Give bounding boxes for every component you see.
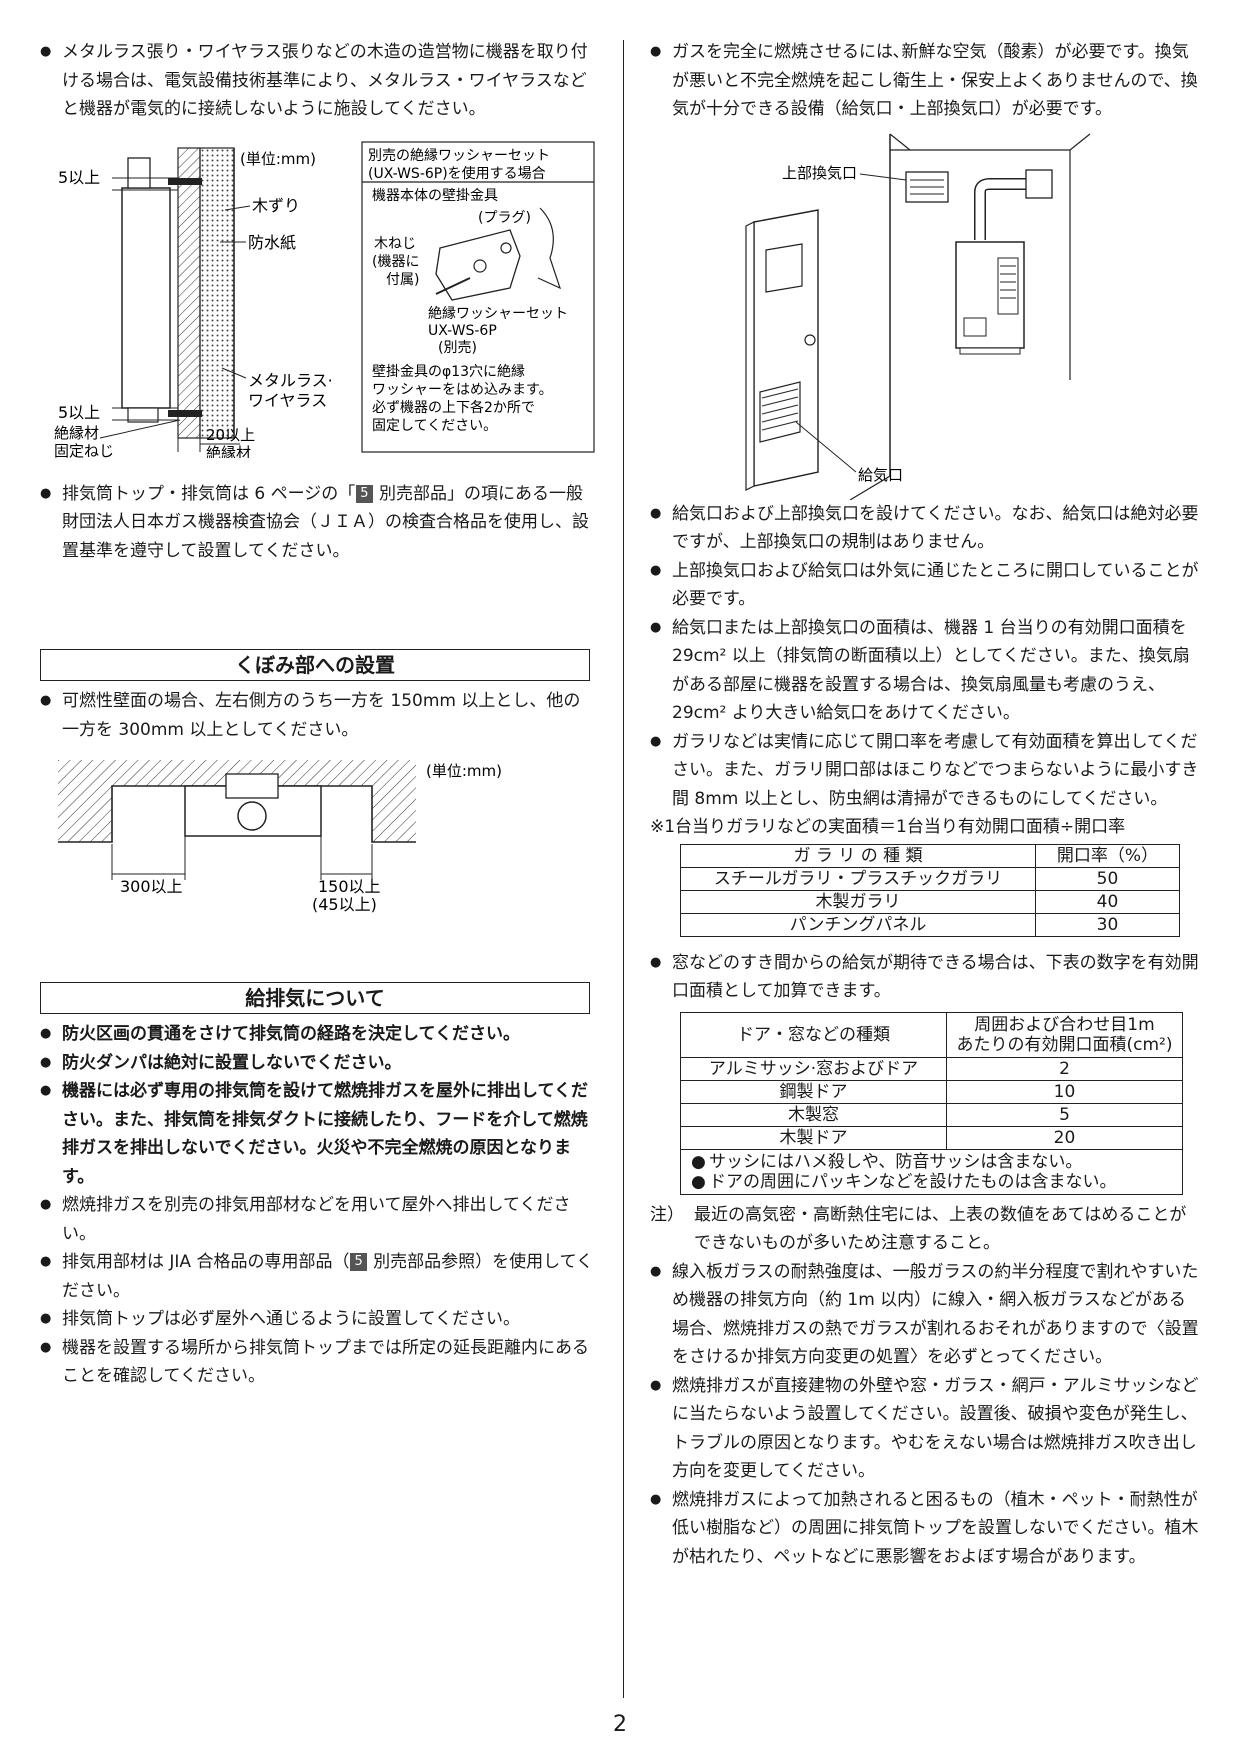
recess-clearance-text: 可燃性壁面の場合、左右側方のうち一方を 150mm 以上とし、他の一方を 300…	[40, 687, 596, 744]
dedicated-flue-rule: 機器には必ず専用の排気筒を設けて燃焼排ガスを屋外に排出してください。また、排気筒…	[40, 1077, 596, 1191]
metal-lath-caution: メタルラス張り・ワイヤラス張りなどの木造の造営物に機器を取り付ける場合は、電気設…	[40, 38, 596, 124]
section-number-badge: 5	[356, 484, 373, 503]
inset-note-1: 壁掛金具のφ13穴に絶縁	[372, 364, 525, 380]
table-header-rate: 開口率（%）	[1035, 843, 1180, 868]
louver-ratio-table: ガ ラ リ の 種 類 開口率（%） スチールガラリ・プラスチックガラリ 50 …	[680, 843, 1180, 937]
intake-label: 給気口	[858, 466, 903, 484]
top-gap-label: 5以上	[58, 168, 100, 187]
inset-washer-label-1: 絶縁ワッシャーセット	[428, 306, 568, 322]
inset-screw-label-2: (機器に	[372, 254, 419, 270]
unit-label-1: (単位:mm)	[240, 150, 316, 168]
table-header-row: ガ ラ リ の 種 類 開口率（%）	[680, 843, 1180, 868]
metal-lath-label-1: メタルラス·	[248, 371, 333, 390]
fresh-air-requirement: ガスを完全に燃焼させるには､新鮮な空気（酸素）が必要です。換気が悪いと不完全燃焼…	[650, 38, 1202, 124]
flue-top-requirement: 排気筒トップ・排気筒は 6 ページの「5 別売部品」の項にある一般財団法人日本ガ…	[40, 480, 596, 566]
kizuri-label: 木ずり	[252, 196, 300, 215]
louver-area-rule: ガラリなどは実情に応じて開口率を考慮して有効面積を算出してください。また、ガラリ…	[650, 728, 1202, 814]
right-clearance-label-2: (45以上)	[312, 895, 377, 914]
lath-wall	[199, 146, 235, 439]
fire-partition-rule: 防火区画の貫通をさけて排気筒の経路を決定してください。	[40, 1020, 596, 1049]
fire-damper-rule: 防火ダンパは絶対に設置しないでください。	[40, 1049, 596, 1078]
table-row: パンチングパネル 30	[680, 912, 1180, 937]
inset-note-3: 必ず機器の上下各2か所で	[372, 400, 535, 416]
section-number-badge: 5	[350, 1253, 367, 1271]
table-row: 木製窓 5	[680, 1102, 1183, 1127]
inset-screw-label-3: 付属)	[386, 272, 419, 288]
wall-mounting-figure: 5以上 5以上 (単位:mm) 木ずり 防水紙 メタルラス· ワイヤラス 絶縁材…	[54, 140, 595, 458]
airtight-house-note: 注）最近の高気密・高断熱住宅には、上表の数値をあてはめることができないものが多い…	[650, 1204, 1187, 1254]
table-row: 鋼製ドア 10	[680, 1079, 1183, 1104]
heater-body	[121, 186, 171, 409]
table-row: 木製ドア 20	[680, 1125, 1183, 1150]
inset-title-2: (UX-WS-6P)を使用する場合	[368, 165, 546, 182]
recess-figure: 300以上 150以上 (45以上) (単位:mm)	[58, 760, 502, 914]
vent-outdoor-rule: 上部換気口および給気口は外気に通じたところに開口していることが必要です。	[650, 557, 1202, 614]
bottom-gap-label: 5以上	[58, 403, 100, 422]
table-header-kind: ドア・窓などの種類	[680, 1011, 947, 1058]
inset-washer-label-2: UX-WS-6P	[428, 323, 497, 339]
bousuishi-label: 防水紙	[248, 233, 296, 252]
inset-bracket-label: 機器本体の壁掛金具	[372, 188, 498, 204]
inset-washer-label-3: (別売)	[438, 340, 477, 356]
insul-screw-label-2: 固定ねじ	[54, 442, 114, 458]
table-row: スチールガラリ・プラスチックガラリ 50	[680, 866, 1180, 891]
table-row: 木製ガラリ 40	[680, 889, 1180, 914]
section-title-ventilation: 給排気について	[40, 982, 590, 1014]
table-footnote: ドアの周囲にパッキンなどを設けたものは含まない。	[691, 1172, 1172, 1192]
insul-thick-label-1: 20以上	[206, 426, 255, 444]
inset-note-4: 固定してください。	[372, 418, 497, 434]
column-divider	[623, 40, 624, 1698]
right-clearance-label-1: 150以上	[318, 877, 381, 896]
upper-vent-label: 上部換気口	[782, 164, 857, 182]
table-row: アルミサッシ·窓およびドア 2	[680, 1056, 1183, 1081]
left-column: メタルラス張り・ワイヤラス張りなどの木造の造営物に機器を取り付ける場合は、電気設…	[40, 38, 596, 1391]
intake-vent-drawing	[759, 380, 801, 443]
wired-glass-caution: 線入板ガラスの耐熱強度は、一般ガラスの約半分程度で割れやすいため機器の排気方向（…	[650, 1258, 1202, 1372]
jia-parts-rule: 排気用部材は JIA 合格品の専用部品（5 別売部品参照）を使用してください。	[40, 1248, 596, 1305]
inset-title-1: 別売の絶縁ワッシャーセット	[368, 148, 550, 164]
right-column: ガスを完全に燃焼させるには､新鮮な空気（酸素）が必要です。換気が悪いと不完全燃焼…	[650, 38, 1202, 1571]
window-gap-rule: 窓などのすき間からの給気が期待できる場合は、下表の数字を有効開口面積として加算で…	[650, 949, 1202, 1006]
insul-screw-label-1: 絶縁材	[54, 424, 99, 442]
recess-wall-hatch	[58, 760, 416, 842]
unit-label-2: (単位:mm)	[426, 762, 502, 780]
exhaust-direction-caution: 燃焼排ガスが直接建物の外壁や窓・ガラス・網戸・アルミサッシなどに当たらないよう設…	[650, 1372, 1202, 1486]
metal-lath-label-2: ワイヤラス	[248, 391, 327, 410]
heat-sensitive-caution: 燃焼排ガスによって加熱されると困るもの（植木・ペット・耐熱性が低い樹脂など）の周…	[650, 1486, 1202, 1572]
vent-install-rule: 給気口および上部換気口を設けてください。なお、給気口は絶対必要ですが、上部換気口…	[650, 500, 1202, 557]
extension-distance-rule: 機器を設置する場所から排気筒トップまでは所定の延長距離内にあることを確認してくだ…	[40, 1334, 596, 1391]
washer-inset-box	[361, 140, 595, 453]
insul-thick-label-2: 絶縁材	[206, 444, 251, 458]
inset-screw-label-1: 木ねじ	[374, 236, 416, 252]
insulation-board	[177, 146, 201, 439]
exhaust-outdoor-rule: 燃焼排ガスを別売の排気用部材などを用いて屋外へ排出してください。	[40, 1191, 596, 1248]
section-title-recess: くぼみ部への設置	[40, 649, 590, 681]
flue-top-outdoor-rule: 排気筒トップは必ず屋外へ通じるように設置してください。	[40, 1305, 596, 1334]
table-footnote-row: サッシにはハメ殺しや、防音サッシは含まない。 ドアの周囲にパッキンなどを設けたも…	[680, 1148, 1183, 1195]
room-ventilation-figure: 上部換気口 給気口	[745, 133, 1091, 500]
table-footnote: サッシにはハメ殺しや、防音サッシは含まない。	[691, 1152, 1172, 1172]
table-header-type: ガ ラ リ の 種 類	[680, 843, 1036, 868]
inset-note-2: ワッシャーをはめ込みます。	[372, 382, 553, 398]
inset-plug-label: (プラグ)	[478, 210, 531, 226]
area-formula: ※1台当りガラリなどの実面積＝1台当り有効開口面積÷開口率	[650, 817, 1126, 837]
page-number: 2	[613, 1712, 627, 1737]
left-clearance-label: 300以上	[120, 877, 183, 896]
vent-area-rule: 給気口または上部換気口の面積は、機器 1 台当りの有効開口面積を 29cm² 以…	[650, 614, 1202, 728]
